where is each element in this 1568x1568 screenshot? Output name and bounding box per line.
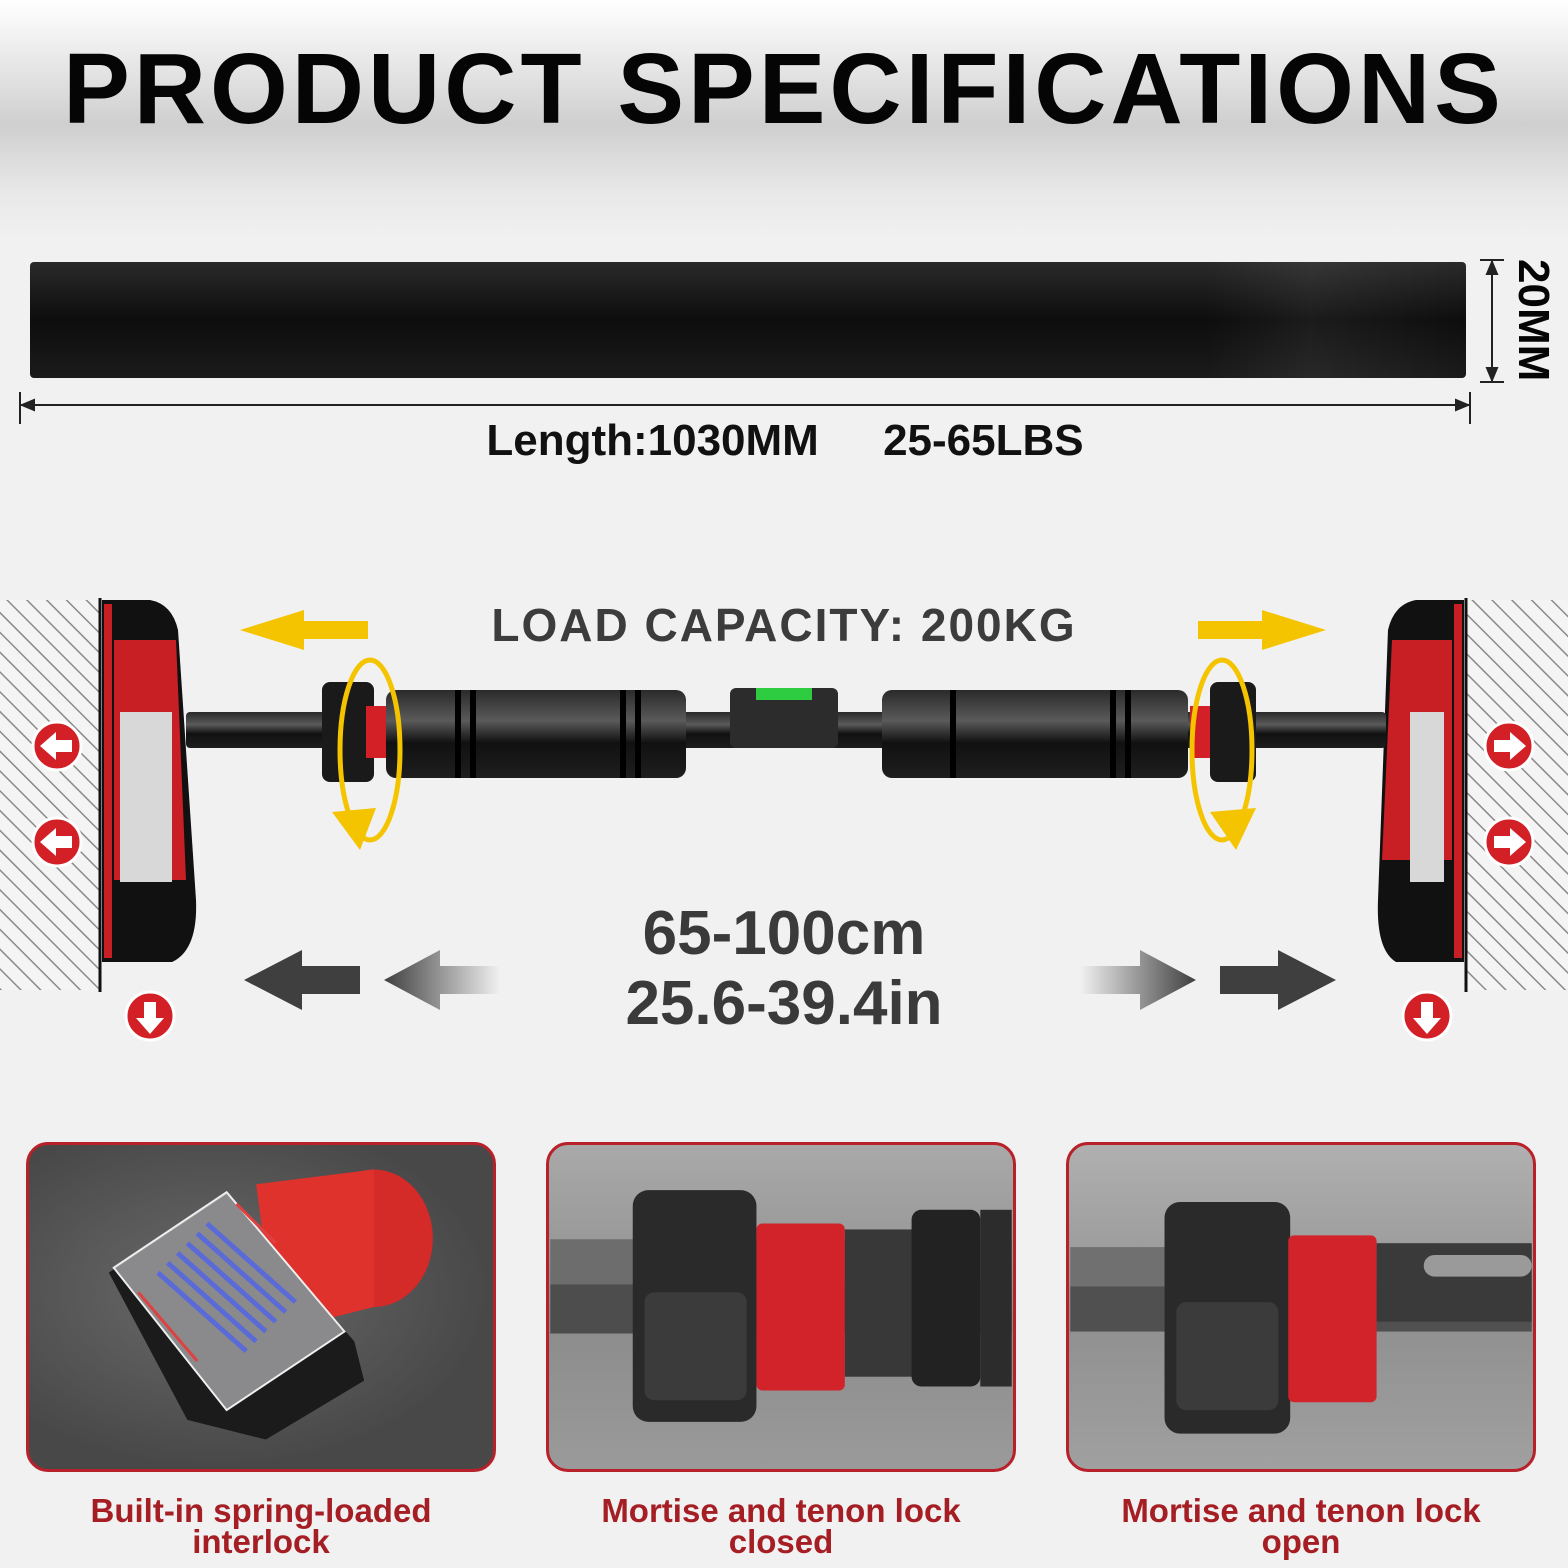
red-arrow-left-icon (31, 720, 83, 772)
wall-left (0, 598, 102, 992)
band-length-label: Length:1030MM (486, 416, 819, 465)
caption-line: Built-in spring-loaded (90, 1492, 432, 1529)
lock-closed-image (550, 1190, 1012, 1422)
gray-arrow-right-icon (1080, 950, 1336, 1010)
load-capacity-label: LOAD CAPACITY: 200KG (491, 599, 1077, 651)
red-arrow-left-icon (31, 816, 83, 868)
caption-lock-closed: Mortise and tenon lock closed (531, 1492, 1031, 1560)
band-thickness-label: 20MM (1509, 258, 1558, 382)
red-arrow-right-icon (1483, 816, 1535, 868)
lock-open-image (1070, 1201, 1532, 1434)
caption-line: open (1261, 1523, 1341, 1560)
red-arrow-down-icon (1401, 990, 1453, 1042)
gray-arrow-left-icon (244, 950, 500, 1010)
end-pad-left (102, 600, 197, 962)
detail-photo-spring-interlock (26, 1142, 496, 1472)
caption-line: Mortise and tenon lock (1121, 1492, 1481, 1529)
detail-photo-lock-open (1066, 1142, 1536, 1472)
adjustable-range-in: 25.6-39.4in (625, 969, 943, 1038)
band-spec-line: Length:1030MM 25-65LBS (20, 416, 1550, 466)
adjustable-range-cm: 65-100cm (642, 899, 926, 968)
page-title: PRODUCT SPECIFICATIONS (63, 33, 1505, 145)
spring-interlock-image (108, 1169, 433, 1440)
rotate-arrow-left (337, 657, 403, 843)
caption-line: Mortise and tenon lock (601, 1492, 961, 1529)
end-pad-right (1377, 600, 1464, 962)
caption-line: closed (728, 1523, 834, 1560)
red-arrow-right-icon (1483, 720, 1535, 772)
detail-photo-lock-closed (546, 1142, 1016, 1472)
wall-right (1464, 598, 1568, 992)
yellow-arrow-right-icon (1198, 610, 1326, 650)
title-band (0, 0, 1568, 240)
caption-spring-interlock: Built-in spring-loaded interlock (11, 1492, 511, 1560)
rotate-arrow-right (1189, 657, 1255, 843)
yellow-arrow-left-icon (240, 610, 368, 650)
red-arrow-down-icon (124, 990, 176, 1042)
caption-line: interlock (192, 1523, 330, 1560)
band-resistance-label: 25-65LBS (883, 416, 1084, 465)
resistance-band-image (30, 262, 1466, 378)
caption-lock-open: Mortise and tenon lock open (1051, 1492, 1551, 1560)
